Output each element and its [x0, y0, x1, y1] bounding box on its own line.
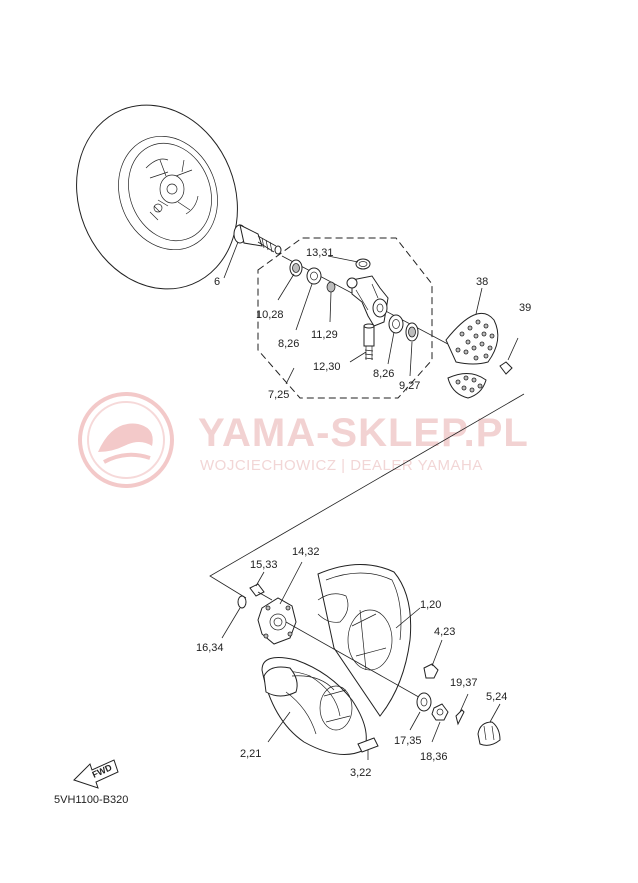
callout-6: 6: [214, 276, 220, 288]
watermark-subtitle: WOJCIECHOWICZ | DEALER YAMAHA: [200, 457, 483, 474]
callout-12-30: 12,30: [313, 361, 341, 373]
callout-16-34: 16,34: [196, 642, 224, 654]
callout-17-35: 17,35: [394, 735, 422, 747]
ball-joint-12-30: [363, 323, 375, 360]
bearing-8-26-b: [388, 314, 404, 334]
callout-19-37: 19,37: [450, 677, 478, 689]
callouts: 6 13,31 10,28 8,26 11,29 12,30 8,26 9,27…: [196, 247, 531, 779]
leader-lines: [221, 241, 483, 743]
callout-14-32: 14,32: [292, 546, 320, 558]
bolt-39: [499, 337, 519, 375]
callout-8-26-b: 8,26: [373, 368, 394, 380]
callout-1-20: 1,20: [420, 599, 441, 611]
assembly-link-line: [209, 393, 525, 599]
callout-10-28: 10,28: [256, 309, 284, 321]
fwd-arrow-icon: FWD: [73, 759, 119, 789]
washer-17-35: [416, 692, 432, 712]
upper-wheel-illustration: [76, 104, 238, 290]
disc-guard-38: [445, 312, 499, 399]
callout-11-29: 11,29: [311, 329, 338, 341]
o-ring-16-34: [237, 595, 247, 609]
wheel-half-2-21: [261, 657, 367, 755]
valve-3-22: [357, 737, 379, 760]
callout-15-33: 15,33: [250, 559, 278, 571]
cotter-pin-19-37: [455, 693, 469, 726]
callout-18-36: 18,36: [420, 751, 448, 763]
nut-4-23: [423, 639, 443, 679]
cotter-13-31: [355, 258, 371, 270]
spacer-11-29: [326, 281, 336, 293]
callout-7-25: 7,25: [268, 389, 289, 401]
callout-8-26-a: 8,26: [278, 338, 299, 350]
diagram-code: 5VH1100-B320: [54, 794, 128, 806]
hub-part-14-32: [257, 597, 297, 645]
oil-seal-9-27: [405, 322, 419, 342]
cap-5-24: [477, 703, 501, 746]
oil-seal-10-28: [289, 259, 303, 277]
callout-38: 38: [476, 276, 488, 288]
spindle-part-6: [233, 224, 282, 255]
callout-9-27: 9,27: [399, 380, 420, 392]
callout-13-31: 13,31: [306, 247, 334, 259]
tire-part-1-20: [317, 563, 412, 717]
callout-4-23: 4,23: [434, 626, 455, 638]
callout-5-24: 5,24: [486, 691, 507, 703]
knuckle-assembly-box: [257, 237, 433, 399]
callout-39: 39: [519, 302, 531, 314]
callout-3-22: 3,22: [350, 767, 371, 779]
watermark-title: YAMA-SKLEP.PL: [198, 411, 529, 455]
nut-18-36: [431, 703, 449, 721]
bolt-15-33: [249, 583, 273, 601]
bearing-8-26-a: [306, 267, 322, 285]
callout-2-21: 2,21: [240, 748, 261, 760]
knuckle: [346, 275, 389, 327]
watermark: YAMA-SKLEP.PL WOJCIECHOWICZ | DEALER YAM…: [78, 392, 529, 488]
watermark-logo-icon: [78, 392, 174, 488]
